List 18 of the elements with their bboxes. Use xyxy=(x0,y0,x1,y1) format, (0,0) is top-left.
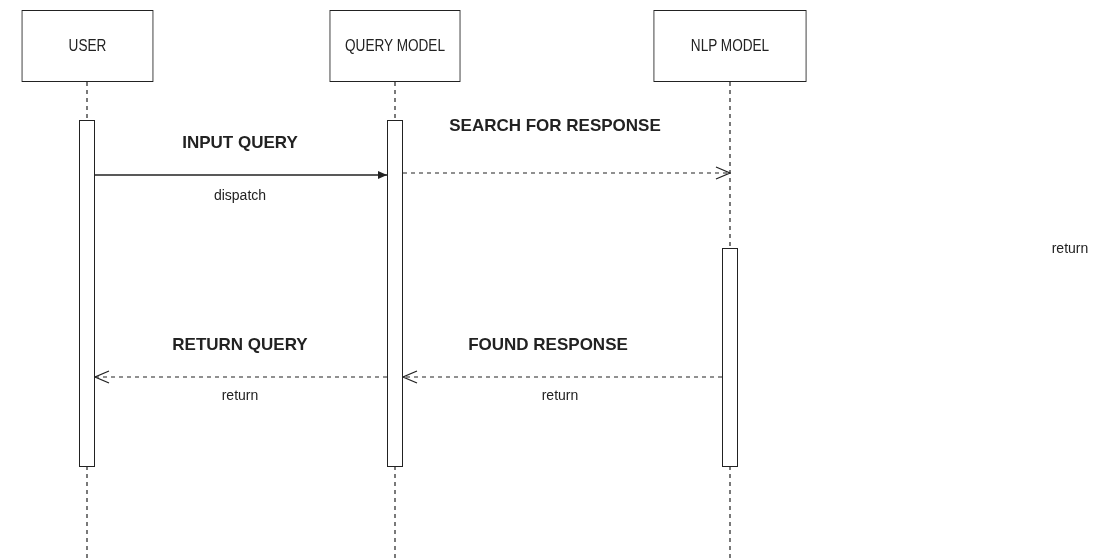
activation-bar xyxy=(387,120,403,467)
activation-bar xyxy=(79,120,95,467)
arrow xyxy=(402,370,723,384)
arrow xyxy=(94,171,388,179)
lifeline-header: USER xyxy=(21,10,154,82)
lifeline-header: NLP MODEL xyxy=(653,10,807,82)
lifeline-header: QUERY MODEL xyxy=(329,10,461,82)
message-note: return xyxy=(541,387,579,403)
message-note: return xyxy=(1051,240,1089,256)
message-note: return xyxy=(221,387,259,403)
arrow xyxy=(94,370,388,384)
message-label: FOUND RESPONSE xyxy=(468,335,628,355)
arrow xyxy=(402,166,731,180)
message-note: dispatch xyxy=(213,187,267,203)
activation-bar xyxy=(722,248,738,467)
message-label: INPUT QUERY xyxy=(182,133,298,153)
message-label: RETURN QUERY xyxy=(172,335,308,355)
message-label: SEARCH FOR RESPONSE xyxy=(449,116,661,136)
